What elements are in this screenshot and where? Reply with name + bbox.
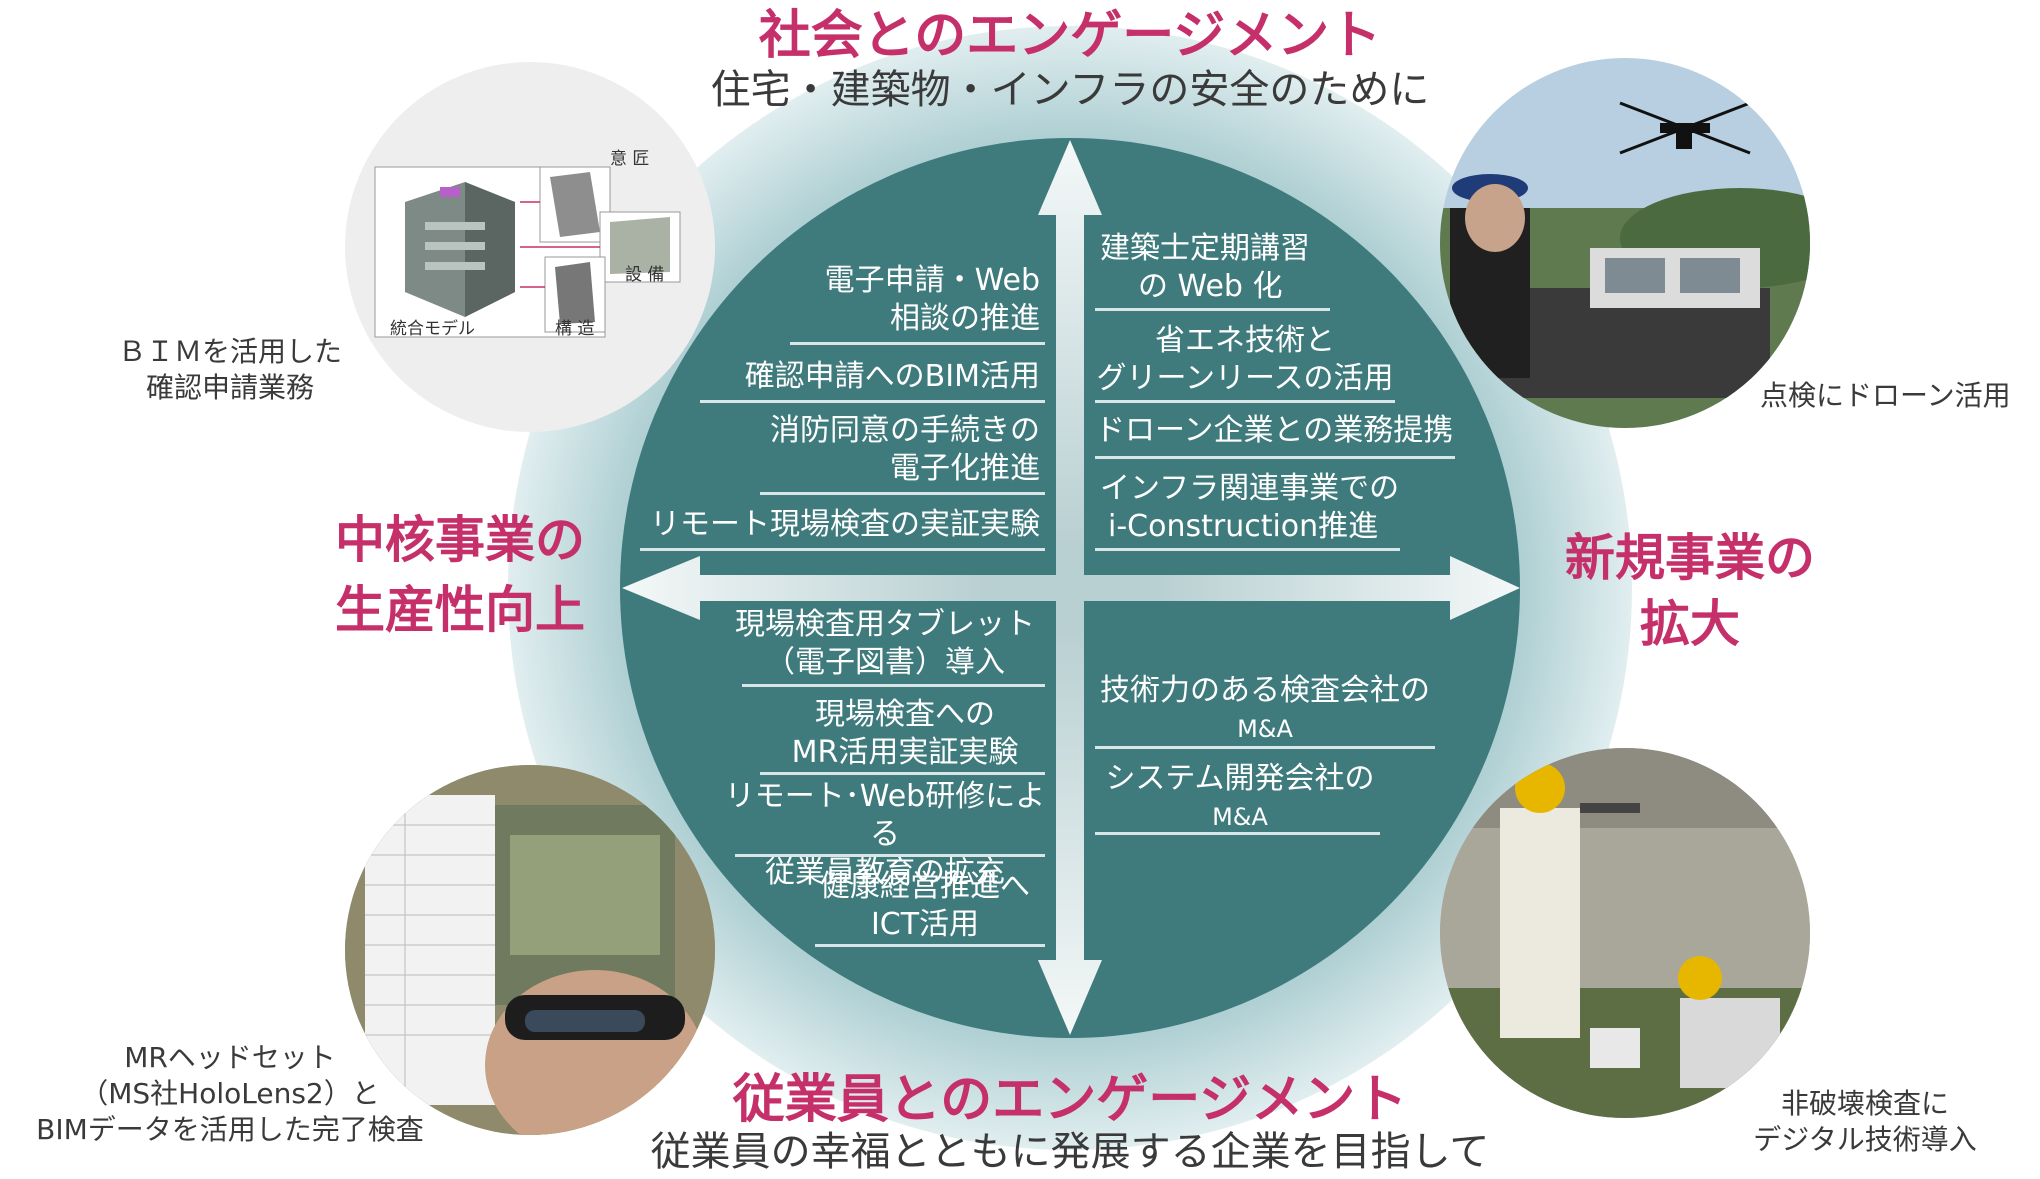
right-heading-line1: 新規事業の	[1565, 529, 1815, 587]
bim-label-design: 意 匠	[610, 149, 650, 169]
bl-item-4-line2: ICT活用	[870, 907, 980, 942]
bl-item-2-line1: 現場検査への	[815, 697, 995, 732]
bottom-subtitle: 従業員の幸福とともに発展する企業を目指して	[650, 1129, 1490, 1175]
bl-item-1: 現場検査用タブレット （電子図書）導入	[720, 606, 1050, 682]
bl-item-3-line2: 従業員教育の拡充	[765, 855, 1005, 890]
br-item-1: 技術力のある検査会社の M&A	[1095, 672, 1435, 748]
ndt-photo	[1440, 748, 1810, 1118]
tl-item-1-line2: 相談の推進	[890, 301, 1040, 336]
tl-item-4: リモート現場検査の実証実験	[600, 506, 1040, 544]
mr-caption-line1: MRヘッドセット	[124, 1041, 336, 1074]
tl-item-3-underline	[760, 492, 1045, 495]
mr-photo	[345, 765, 715, 1135]
bl-item-3: リモート･Web研修による 従業員教育の拡充	[715, 778, 1055, 892]
top-title: 社会とのエンゲージメント	[758, 6, 1382, 66]
drone-photo	[1440, 58, 1810, 428]
tr-item-1-underline	[1095, 308, 1330, 311]
tr-item-4: インフラ関連事業での i-Construction推進	[1100, 470, 1480, 546]
drone-caption-line1: 点検にドローン活用	[1760, 379, 2011, 412]
bl-item-1-line2: （電子図書）導入	[765, 645, 1005, 680]
tr-item-1: 建築士定期講習 の Web 化	[1100, 230, 1480, 306]
vertical-arrow	[1038, 140, 1102, 1035]
tr-item-2-line2: グリーンリースの活用	[1096, 361, 1394, 396]
left-heading-line1: 中核事業の	[335, 511, 585, 569]
tr-item-4-underline	[1095, 548, 1400, 551]
bim-photo: 意 匠 設 備 構 造 統合モデル	[345, 62, 715, 432]
tl-item-2-line1: 確認申請へのBIM活用	[744, 359, 1040, 394]
ndt-caption: 非破壊検査に デジタル技術導入	[1715, 1086, 2015, 1158]
bl-item-2-underline	[760, 772, 1045, 775]
mr-caption: MRヘッドセット （MS社HoloLens2）と BIMデータを活用した完了検査	[0, 1040, 460, 1148]
bottom-title: 従業員とのエンゲージメント	[732, 1070, 1408, 1130]
tl-item-1: 電子申請・Web 相談の推進	[660, 262, 1040, 338]
br-item-2-line2: M&A	[1212, 803, 1268, 831]
bim-illustration	[374, 166, 681, 338]
bl-item-2-line2: MR活用実証実験	[791, 735, 1019, 770]
ndt-illustration	[1440, 748, 1810, 1118]
br-item-2: システム開発会社の M&A	[1095, 760, 1385, 836]
bim-label-structure: 構 造	[555, 319, 595, 339]
tl-item-1-line1: 電子申請・Web	[824, 263, 1040, 298]
tl-item-2: 確認申請へのBIM活用	[660, 358, 1040, 396]
ndt-caption-line1: 非破壊検査に	[1780, 1087, 1949, 1120]
bim-caption: ＢＩＭを活用した 確認申請業務	[110, 334, 350, 406]
tr-item-1-line2: の Web 化	[1138, 269, 1283, 304]
bl-item-3-line1: リモート･Web研修による	[724, 779, 1046, 852]
tr-item-3-underline	[1095, 456, 1455, 459]
bim-label-integrated: 統合モデル	[390, 319, 475, 339]
bl-item-3-underline	[735, 854, 1045, 857]
tl-item-2-underline	[700, 400, 1045, 403]
left-heading-line2: 生産性向上	[335, 581, 585, 639]
bl-item-1-underline	[742, 684, 1045, 687]
bl-item-4-line1: 健康経営推進へ	[820, 869, 1030, 904]
tl-item-3: 消防同意の手続きの 電子化推進	[660, 412, 1040, 488]
br-item-1-underline	[1095, 746, 1435, 749]
top-subtitle: 住宅・建築物・インフラの安全のために	[710, 67, 1430, 113]
bim-caption-line2: 確認申請業務	[145, 371, 314, 404]
drone-illustration	[1440, 101, 1810, 428]
mr-illustration	[345, 765, 715, 1135]
tr-item-4-line1: インフラ関連事業での	[1100, 471, 1400, 506]
tr-item-3: ドローン企業との業務提携	[1095, 412, 1495, 450]
bl-item-4: 健康経営推進へ ICT活用	[800, 868, 1050, 944]
tr-item-2-line1: 省エネ技術と	[1155, 323, 1335, 358]
br-item-2-line1: システム開発会社の	[1105, 761, 1375, 796]
drone-caption: 点検にドローン活用	[1760, 378, 2038, 414]
tr-item-3-line1: ドローン企業との業務提携	[1095, 413, 1454, 448]
bl-item-1-line1: 現場検査用タブレット	[735, 607, 1035, 642]
tl-item-3-line1: 消防同意の手続きの	[770, 413, 1040, 448]
tl-item-4-line1: リモート現場検査の実証実験	[650, 507, 1040, 542]
tl-item-3-line2: 電子化推進	[890, 451, 1040, 486]
bl-item-4-underline	[815, 944, 1045, 947]
tr-item-2-underline	[1095, 400, 1395, 403]
mr-caption-line2: （MS社HoloLens2）と	[80, 1077, 380, 1110]
right-heading-line2: 拡大	[1640, 595, 1740, 653]
tr-item-4-line2: i-Construction推進	[1108, 509, 1379, 544]
br-item-2-underline	[1095, 832, 1380, 835]
mr-caption-line3: BIMデータを活用した完了検査	[36, 1113, 424, 1146]
tl-item-4-underline	[640, 548, 1045, 551]
br-item-1-line1: 技術力のある検査会社の	[1100, 673, 1430, 708]
tr-item-2: 省エネ技術と グリーンリースの活用	[1095, 322, 1395, 398]
tl-item-1-underline	[790, 342, 1045, 345]
bim-caption-line1: ＢＩＭを活用した	[117, 335, 342, 368]
br-item-1-line2: M&A	[1237, 715, 1293, 743]
tr-item-1-line1: 建築士定期講習	[1100, 231, 1310, 266]
bl-item-2: 現場検査への MR活用実証実験	[760, 696, 1050, 772]
ndt-caption-line2: デジタル技術導入	[1753, 1123, 1977, 1156]
bim-label-equipment: 設 備	[625, 265, 665, 285]
